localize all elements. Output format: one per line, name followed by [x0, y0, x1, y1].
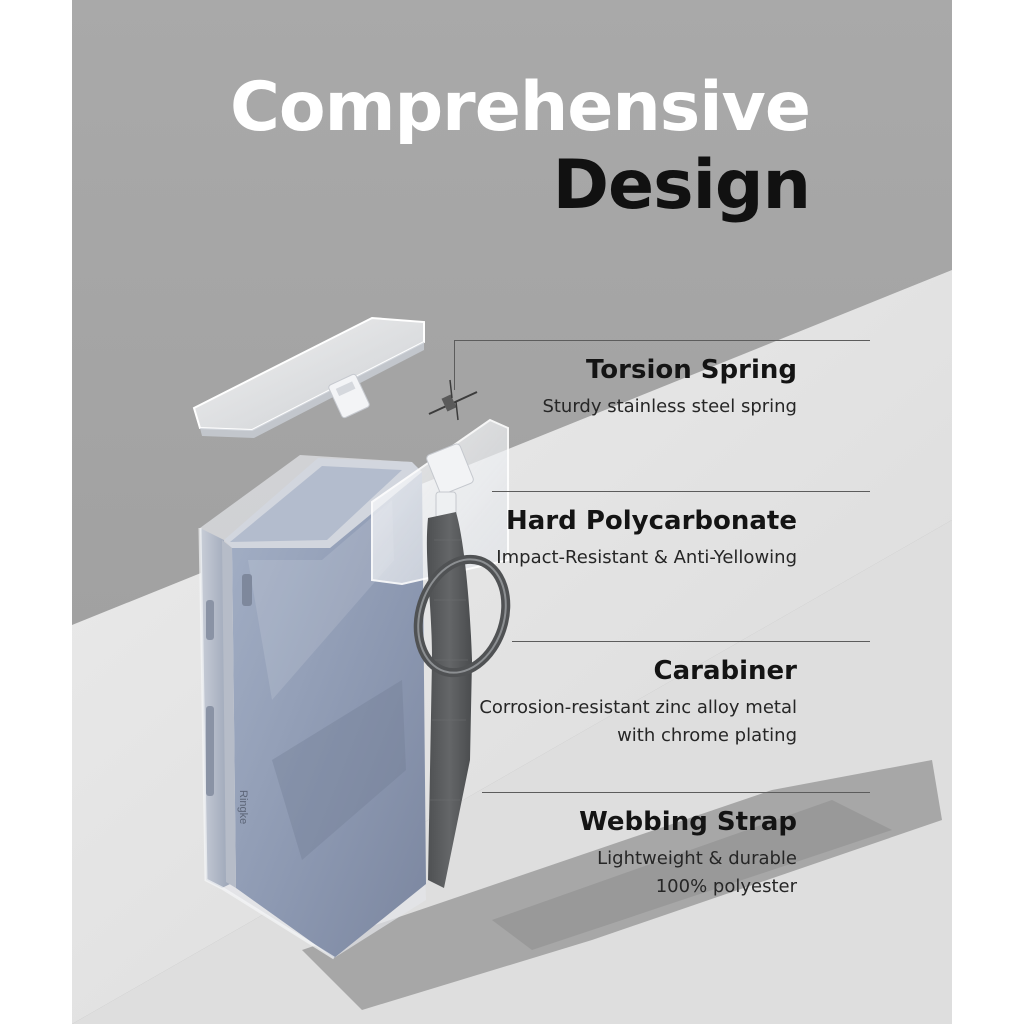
case-brand-mark: Ringke [237, 790, 249, 824]
feature-title: Webbing Strap [579, 807, 797, 837]
feature-description-line: 100% polyester [655, 875, 797, 897]
feature-description: Impact-Resistant & Anti-Yellowing [496, 546, 797, 568]
feature-torsion-spring: Torsion Spring Sturdy stainless steel sp… [542, 356, 797, 421]
carabiner-divider [512, 641, 870, 642]
feature-carabiner: Carabiner Corrosion-resistant zinc alloy… [479, 657, 797, 750]
flip-phone-case: Ringke [198, 455, 426, 960]
polycarbonate-divider [492, 491, 870, 492]
feature-hard-polycarbonate: Hard Polycarbonate Impact-Resistant & An… [496, 507, 797, 572]
product-scene: Ringke Comprehensive Design Torsion Spri… [72, 0, 952, 1024]
carabiner-ring [413, 554, 511, 678]
feature-description: Lightweight & durable 100% polyester [579, 845, 797, 901]
feature-title: Torsion Spring [586, 355, 797, 385]
feature-title: Hard Polycarbonate [506, 506, 797, 536]
torsion-spring-leader-line [454, 340, 870, 341]
feature-description: Sturdy stainless steel spring [542, 395, 797, 417]
feature-description-line: with chrome plating [617, 724, 797, 746]
webbing-strap [426, 512, 472, 888]
clear-hinge-cover [192, 316, 425, 438]
feature-description-line: Corrosion-resistant zinc alloy metal [479, 696, 797, 718]
torsion-spring-leader-drop [454, 340, 455, 390]
phone-cast-shadow [492, 800, 892, 950]
webbing-strap-divider [482, 792, 870, 793]
feature-description: Corrosion-resistant zinc alloy metal wit… [479, 694, 797, 750]
feature-webbing-strap: Webbing Strap Lightweight & durable 100%… [579, 808, 797, 901]
feature-description-line: Lightweight & durable [597, 847, 797, 869]
headline-line-2: Design [552, 146, 811, 225]
strap-mount-block [371, 418, 509, 586]
headline-line-1: Comprehensive [230, 68, 811, 147]
feature-title: Carabiner [653, 656, 797, 686]
torsion-spring [428, 379, 478, 421]
product-illustration: Ringke [72, 0, 952, 1024]
